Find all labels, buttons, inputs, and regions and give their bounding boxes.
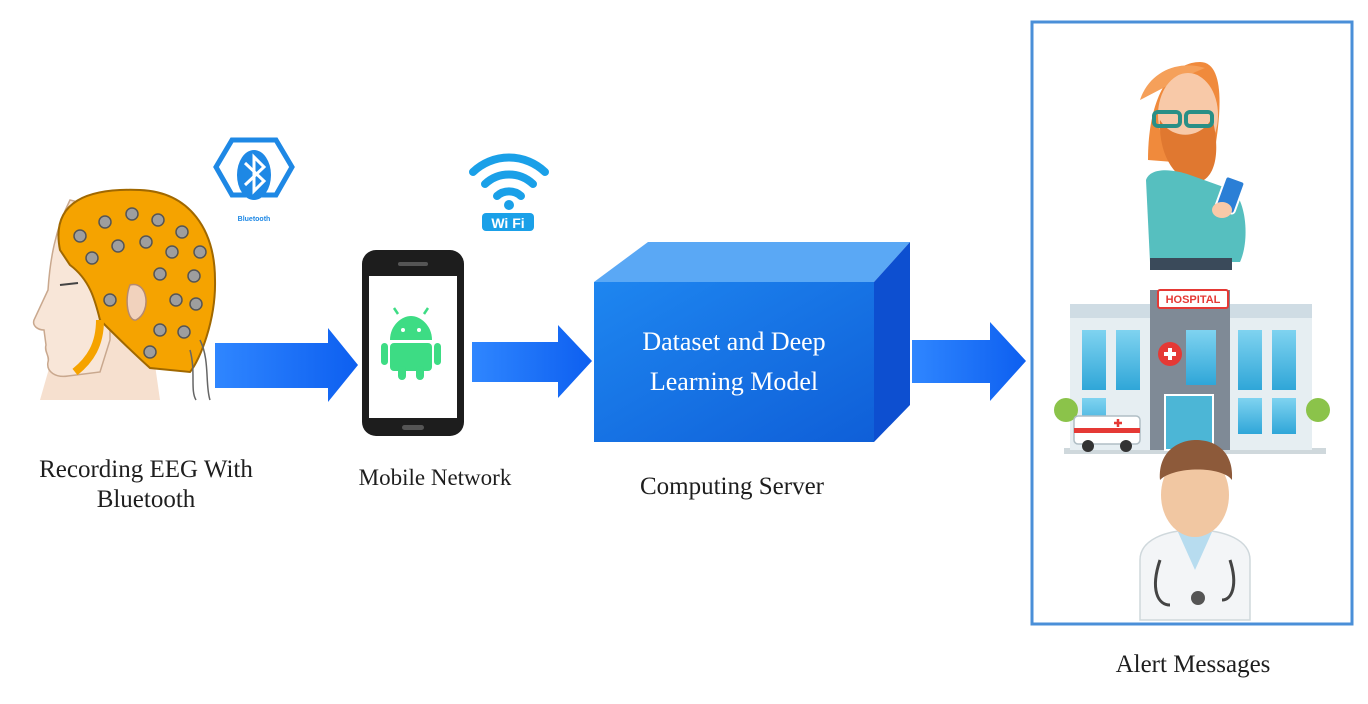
wifi-icon	[469, 153, 549, 210]
bluetooth-badge-label: Bluetooth	[238, 216, 271, 223]
caption-server: Computing Server	[639, 473, 824, 500]
server-box-icon	[594, 242, 910, 442]
caption-eeg-line-2: Bluetooth	[96, 486, 196, 513]
hospital-icon	[1054, 289, 1330, 454]
ambulance-icon	[1073, 415, 1141, 452]
caption-alerts: Alert Messages	[1115, 651, 1271, 678]
wifi-badge	[482, 213, 534, 231]
flow-arrow-3	[912, 322, 1026, 401]
android-icon	[381, 307, 441, 380]
caption-eeg: Recording EEG With Bluetooth	[0, 455, 292, 515]
bluetooth-icon	[213, 137, 295, 200]
caregiver-icon	[1140, 62, 1246, 270]
doctor-icon	[1139, 440, 1251, 621]
flow-arrow-2	[472, 325, 592, 398]
server-title-line-2: Learning Model	[649, 367, 819, 396]
server-title-line-1: Dataset and Deep	[642, 327, 826, 356]
wifi-badge-label: Wi Fi	[491, 215, 524, 231]
caption-eeg-line-1: Recording EEG With	[39, 456, 253, 483]
caption-mobile: Mobile Network	[358, 465, 512, 490]
server-title: Dataset and Deep Learning Model	[594, 322, 874, 402]
hospital-sign-label: HOSPITAL	[1166, 294, 1221, 306]
eeg-head-icon	[32, 188, 217, 401]
flow-arrow-1	[215, 328, 358, 402]
